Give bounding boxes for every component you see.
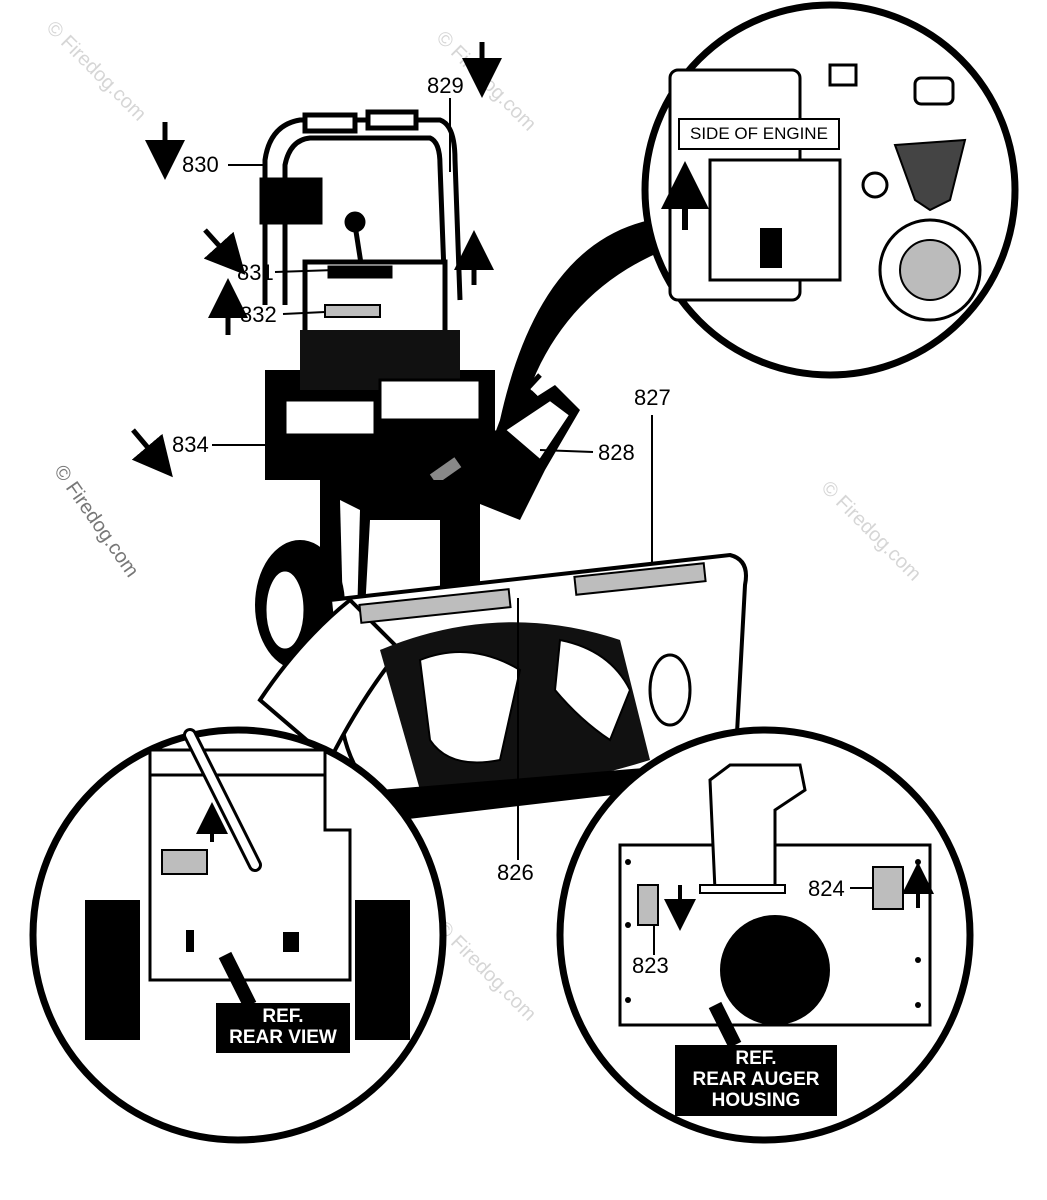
handle-assembly — [259, 109, 463, 345]
callout-834: 834 — [172, 432, 209, 457]
rear-view-text: REAR VIEW — [229, 1026, 337, 1048]
auger-housing — [257, 552, 748, 820]
callout-823: 823 — [632, 953, 669, 978]
callout-826: 826 — [497, 860, 534, 885]
rear-auger-text: REAR AUGER — [692, 1068, 820, 1090]
leader-lines — [212, 98, 873, 955]
callout-830: 830 — [182, 152, 219, 177]
callout-827: 827 — [634, 385, 671, 410]
rear-auger-housing-label: REF. REAR AUGER HOUSING — [675, 1045, 837, 1116]
rear-view-label: REF. REAR VIEW — [216, 1003, 350, 1053]
rear-auger-ref: REF. — [735, 1048, 777, 1069]
left-wheel — [255, 540, 345, 670]
callout-828: 828 — [598, 440, 635, 465]
side-of-engine-label: SIDE OF ENGINE — [678, 118, 840, 150]
rear-auger-inset — [556, 726, 974, 1144]
callout-832: 832 — [240, 302, 277, 327]
engine-inset — [641, 1, 1019, 379]
engine-inset-connector — [500, 220, 665, 420]
direction-arrows — [131, 42, 544, 478]
side-of-engine-text: SIDE OF ENGINE — [690, 124, 828, 143]
callout-831: 831 — [237, 260, 274, 285]
rear-view-ref: REF. — [262, 1006, 304, 1027]
rear-auger-housing-text: HOUSING — [711, 1089, 801, 1111]
callout-829: 829 — [427, 73, 464, 98]
rear-view-inset — [29, 726, 447, 1144]
discharge-chute — [429, 385, 580, 520]
callout-824: 824 — [808, 876, 845, 901]
engine-body — [265, 330, 505, 480]
